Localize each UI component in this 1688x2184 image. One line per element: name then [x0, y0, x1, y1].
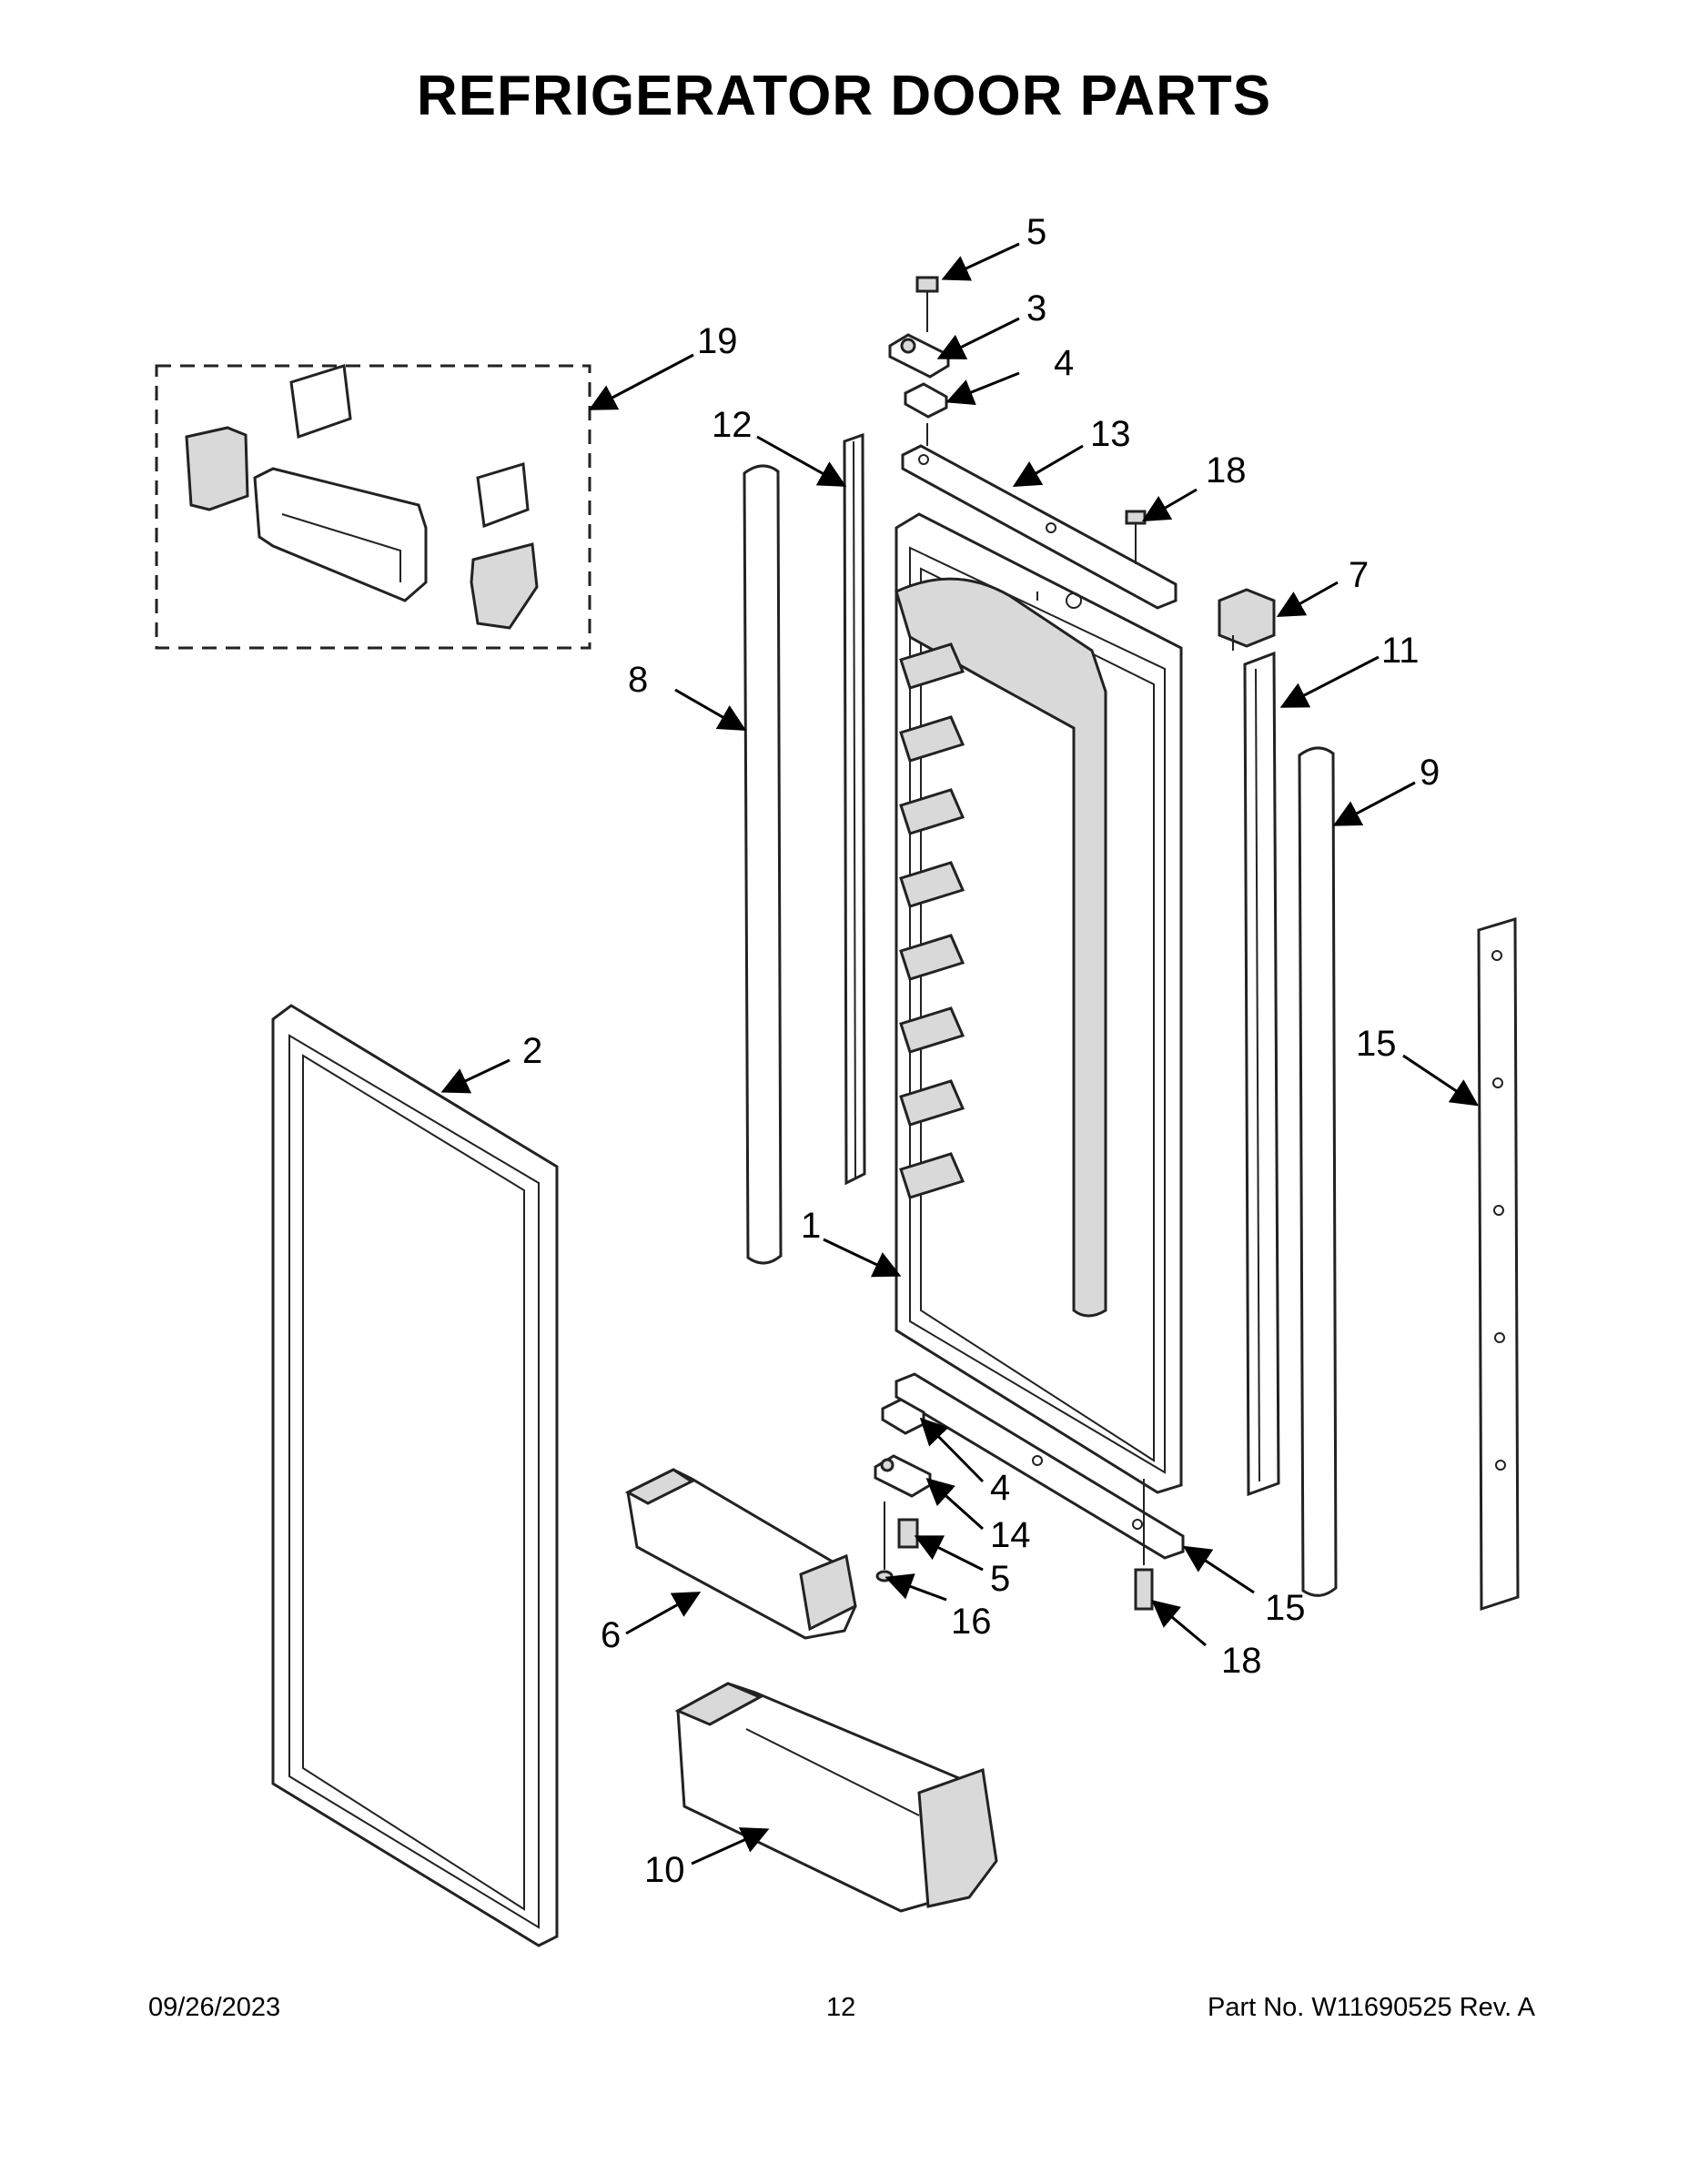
part-16-washer	[875, 1502, 894, 1582]
footer-part-number: Part No. W11690525 Rev. A	[1207, 1993, 1535, 2022]
callout-18: 18	[1221, 1641, 1262, 1681]
page-title: REFRIGERATOR DOOR PARTS	[416, 65, 1272, 127]
part-11-trim-tube	[1298, 746, 1338, 1597]
part-1-shelf-ribs	[899, 642, 965, 1199]
part-4-top-shim	[904, 382, 948, 446]
part-19-bin-assembly	[155, 364, 591, 650]
part-9-hinge-cover	[1218, 588, 1276, 651]
callout-2: 2	[522, 1031, 542, 1071]
leader-lines	[440, 242, 1479, 1866]
callout-1: 1	[801, 1206, 821, 1246]
callout-11: 9	[1420, 753, 1440, 793]
part-17-hinge-rail	[1477, 916, 1520, 1612]
callout-9: 7	[1349, 555, 1369, 595]
callout-labels: 5 3 4 13 18 7 11 9 15 19 12 8 2 1 4 14 5…	[522, 212, 1440, 1890]
callout-15: 13	[1090, 414, 1131, 454]
callout-5: 5	[990, 1559, 1010, 1599]
callout-18: 18	[1206, 450, 1247, 490]
part-5-top-screw	[915, 276, 939, 332]
callout-12: 10	[644, 1850, 685, 1890]
callout-14: 12	[712, 405, 753, 445]
callout-4: 4	[990, 1468, 1010, 1508]
part-14-edge-strip	[843, 432, 866, 1186]
part-18-top-screw	[1125, 510, 1147, 564]
callout-16: 16	[951, 1602, 992, 1642]
part-5-bottom-screw	[897, 1518, 919, 1549]
callout-19: 19	[697, 321, 738, 361]
callout-6: 6	[601, 1615, 621, 1655]
callout-7: 14	[990, 1515, 1031, 1555]
part-2-door-gasket	[271, 1004, 559, 1947]
part-15-top-plate	[901, 444, 1178, 610]
footer-page-number: 12	[826, 1993, 856, 2022]
part-10-trim-tube	[743, 464, 783, 1265]
part-7-bottom-hinge	[874, 1454, 932, 1498]
callout-3: 3	[1026, 288, 1046, 329]
callout-8: 15	[1265, 1588, 1306, 1628]
callout-13: 11	[1381, 631, 1420, 671]
callout-5: 5	[1026, 212, 1046, 252]
part-13-side-bracket	[1243, 651, 1280, 1497]
footer-date: 09/26/2023	[148, 1993, 281, 2022]
part-12-door-bin-large	[674, 1682, 998, 1913]
part-3-top-hinge	[888, 333, 950, 379]
part-1-door-liner	[895, 512, 1183, 1494]
callout-10: 8	[628, 660, 648, 700]
callout-17: 15	[1356, 1024, 1397, 1064]
callout-4: 4	[1054, 343, 1074, 383]
part-6-door-bin	[624, 1468, 857, 1640]
